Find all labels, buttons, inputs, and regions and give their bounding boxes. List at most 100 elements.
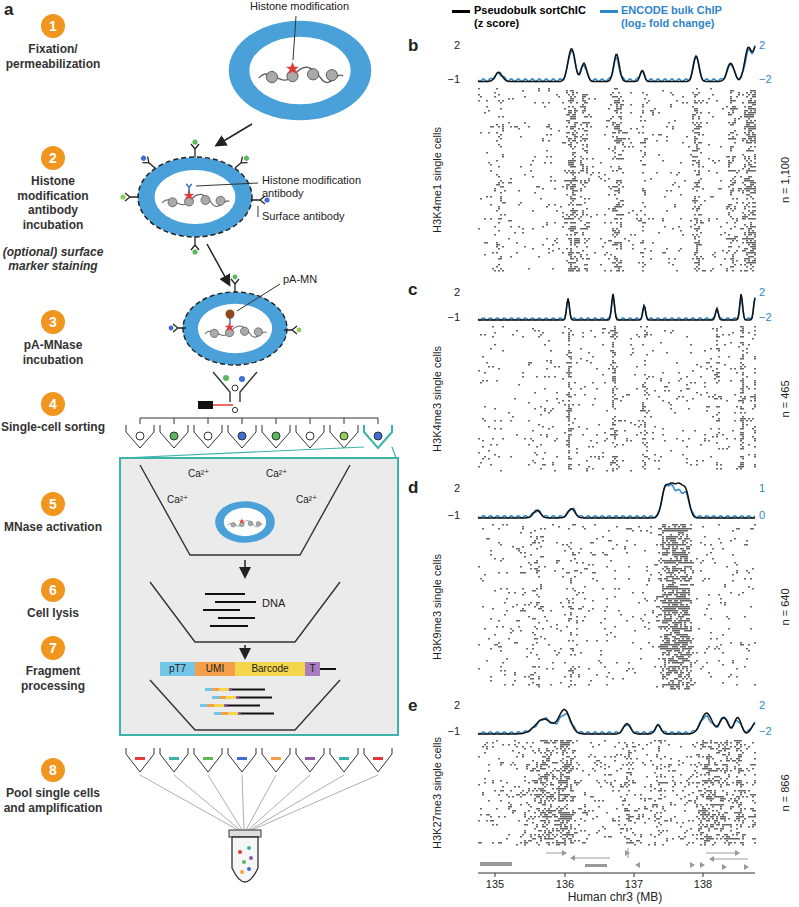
illustration-part [169, 757, 179, 760]
illustration-part [191, 237, 199, 250]
single-cell-heatmap [478, 524, 756, 689]
illustration-part [232, 407, 237, 412]
track-plots [478, 45, 756, 845]
illustration-part [240, 870, 244, 874]
step-number: 1 [41, 14, 65, 38]
illustration-part [210, 625, 248, 627]
illustration-part [244, 560, 246, 576]
illustration-part [203, 757, 213, 760]
illustration-part [186, 184, 192, 193]
illustration-part [233, 275, 238, 280]
illustration-part [305, 757, 315, 760]
illustration-part [242, 775, 244, 830]
illustration-part [562, 850, 567, 856]
illustration-part [150, 582, 340, 642]
illustration-part [136, 432, 144, 440]
illustration-part [297, 328, 302, 333]
step-node: 8Pool single cells and amplification [0, 758, 106, 815]
illustration-part [192, 139, 197, 144]
illustration-part [231, 275, 239, 292]
adapter-label: Barcode [235, 662, 305, 676]
optional-note: (optional) surface marker staining [0, 245, 106, 274]
illustration-part [231, 279, 239, 292]
step-label: MNase activation [0, 520, 106, 535]
illustration-part [232, 154, 251, 171]
step-node: 3pA-MNase incubation [0, 310, 106, 367]
illustration-part [239, 376, 245, 382]
illustration-part [203, 594, 256, 626]
illustration-part [160, 748, 188, 772]
ion-label: Ca²⁺ [188, 468, 209, 480]
illustration-part [173, 324, 186, 332]
cell-count: n = 465 [779, 380, 792, 417]
illustration-part [198, 401, 213, 409]
illustration-part [125, 193, 138, 201]
illustration-part [120, 193, 138, 201]
axis-tick-label: 138 [688, 878, 718, 891]
axis-tick-label: 2 [444, 699, 460, 712]
axis-tick-label: 2 [444, 39, 460, 52]
illustration-part [628, 848, 629, 858]
row-axis-label: H3K27me3 single cells [431, 737, 444, 849]
illustration-part [374, 432, 382, 440]
axis-tick-label: 2 [759, 699, 765, 712]
illustration-part [585, 864, 607, 867]
step-number: 7 [41, 636, 65, 660]
step-number: 5 [41, 492, 65, 516]
illustration-part [140, 775, 238, 830]
step-label: Fragment processing [0, 664, 106, 693]
illustration-part [305, 662, 320, 676]
illustration-part [214, 712, 274, 715]
illustration-part [296, 425, 324, 448]
step-number: 6 [41, 578, 65, 602]
pseudobulk-track [478, 483, 755, 518]
gene-annotation [480, 848, 749, 870]
panel-letter: c [408, 280, 417, 300]
illustration-part [258, 206, 259, 217]
illustration-part [140, 465, 350, 555]
illustration-part [575, 858, 610, 859]
illustration-part [160, 662, 195, 676]
axis-tick-label: 0 [759, 509, 765, 522]
illustration-part [364, 425, 392, 448]
cell-count: n = 640 [779, 588, 792, 625]
step-node: 6Cell lysis [0, 578, 106, 621]
pseudobulk-track [478, 47, 755, 82]
illustration-part [248, 775, 310, 830]
axis-tick-label: −2 [759, 73, 772, 86]
adapter-label: UMI [195, 662, 235, 676]
step-number: 2 [41, 146, 65, 170]
callout-label: Histone modification antibody [262, 174, 387, 199]
illustration-part [339, 757, 349, 760]
illustration-part [140, 155, 147, 162]
illustration-part [247, 867, 251, 871]
illustration-part [714, 859, 748, 860]
illustration-part [205, 593, 245, 595]
illustration-part [565, 873, 566, 877]
illustration-part [192, 249, 197, 254]
illustration-part [320, 668, 336, 670]
legend-swatch [452, 10, 470, 13]
illustration-part [139, 154, 158, 171]
step-number: 4 [41, 392, 65, 416]
illustration-part [271, 757, 281, 760]
step-label: Fixation/ permeabilization [0, 42, 106, 71]
illustration-part [213, 372, 257, 402]
illustration-part [735, 850, 740, 856]
axis-tick-label: −1 [444, 311, 460, 324]
illustration-part [203, 609, 240, 611]
illustration-part [690, 862, 695, 868]
illustration-part [284, 326, 297, 334]
pseudobulk-track [478, 294, 755, 320]
step-node: 7Fragment processing [0, 636, 106, 693]
illustration-part [238, 432, 246, 440]
ion-label: Ca²⁺ [266, 468, 287, 480]
illustration-part [722, 864, 727, 870]
axis-tick-label: −1 [444, 725, 460, 738]
legend-text: ENCODE bulk ChIP (log₂ fold change) [621, 4, 741, 29]
illustration-part [709, 856, 714, 862]
illustration-part [183, 292, 287, 365]
cell-antibody [120, 139, 269, 254]
single-cell-heatmap [478, 326, 756, 471]
